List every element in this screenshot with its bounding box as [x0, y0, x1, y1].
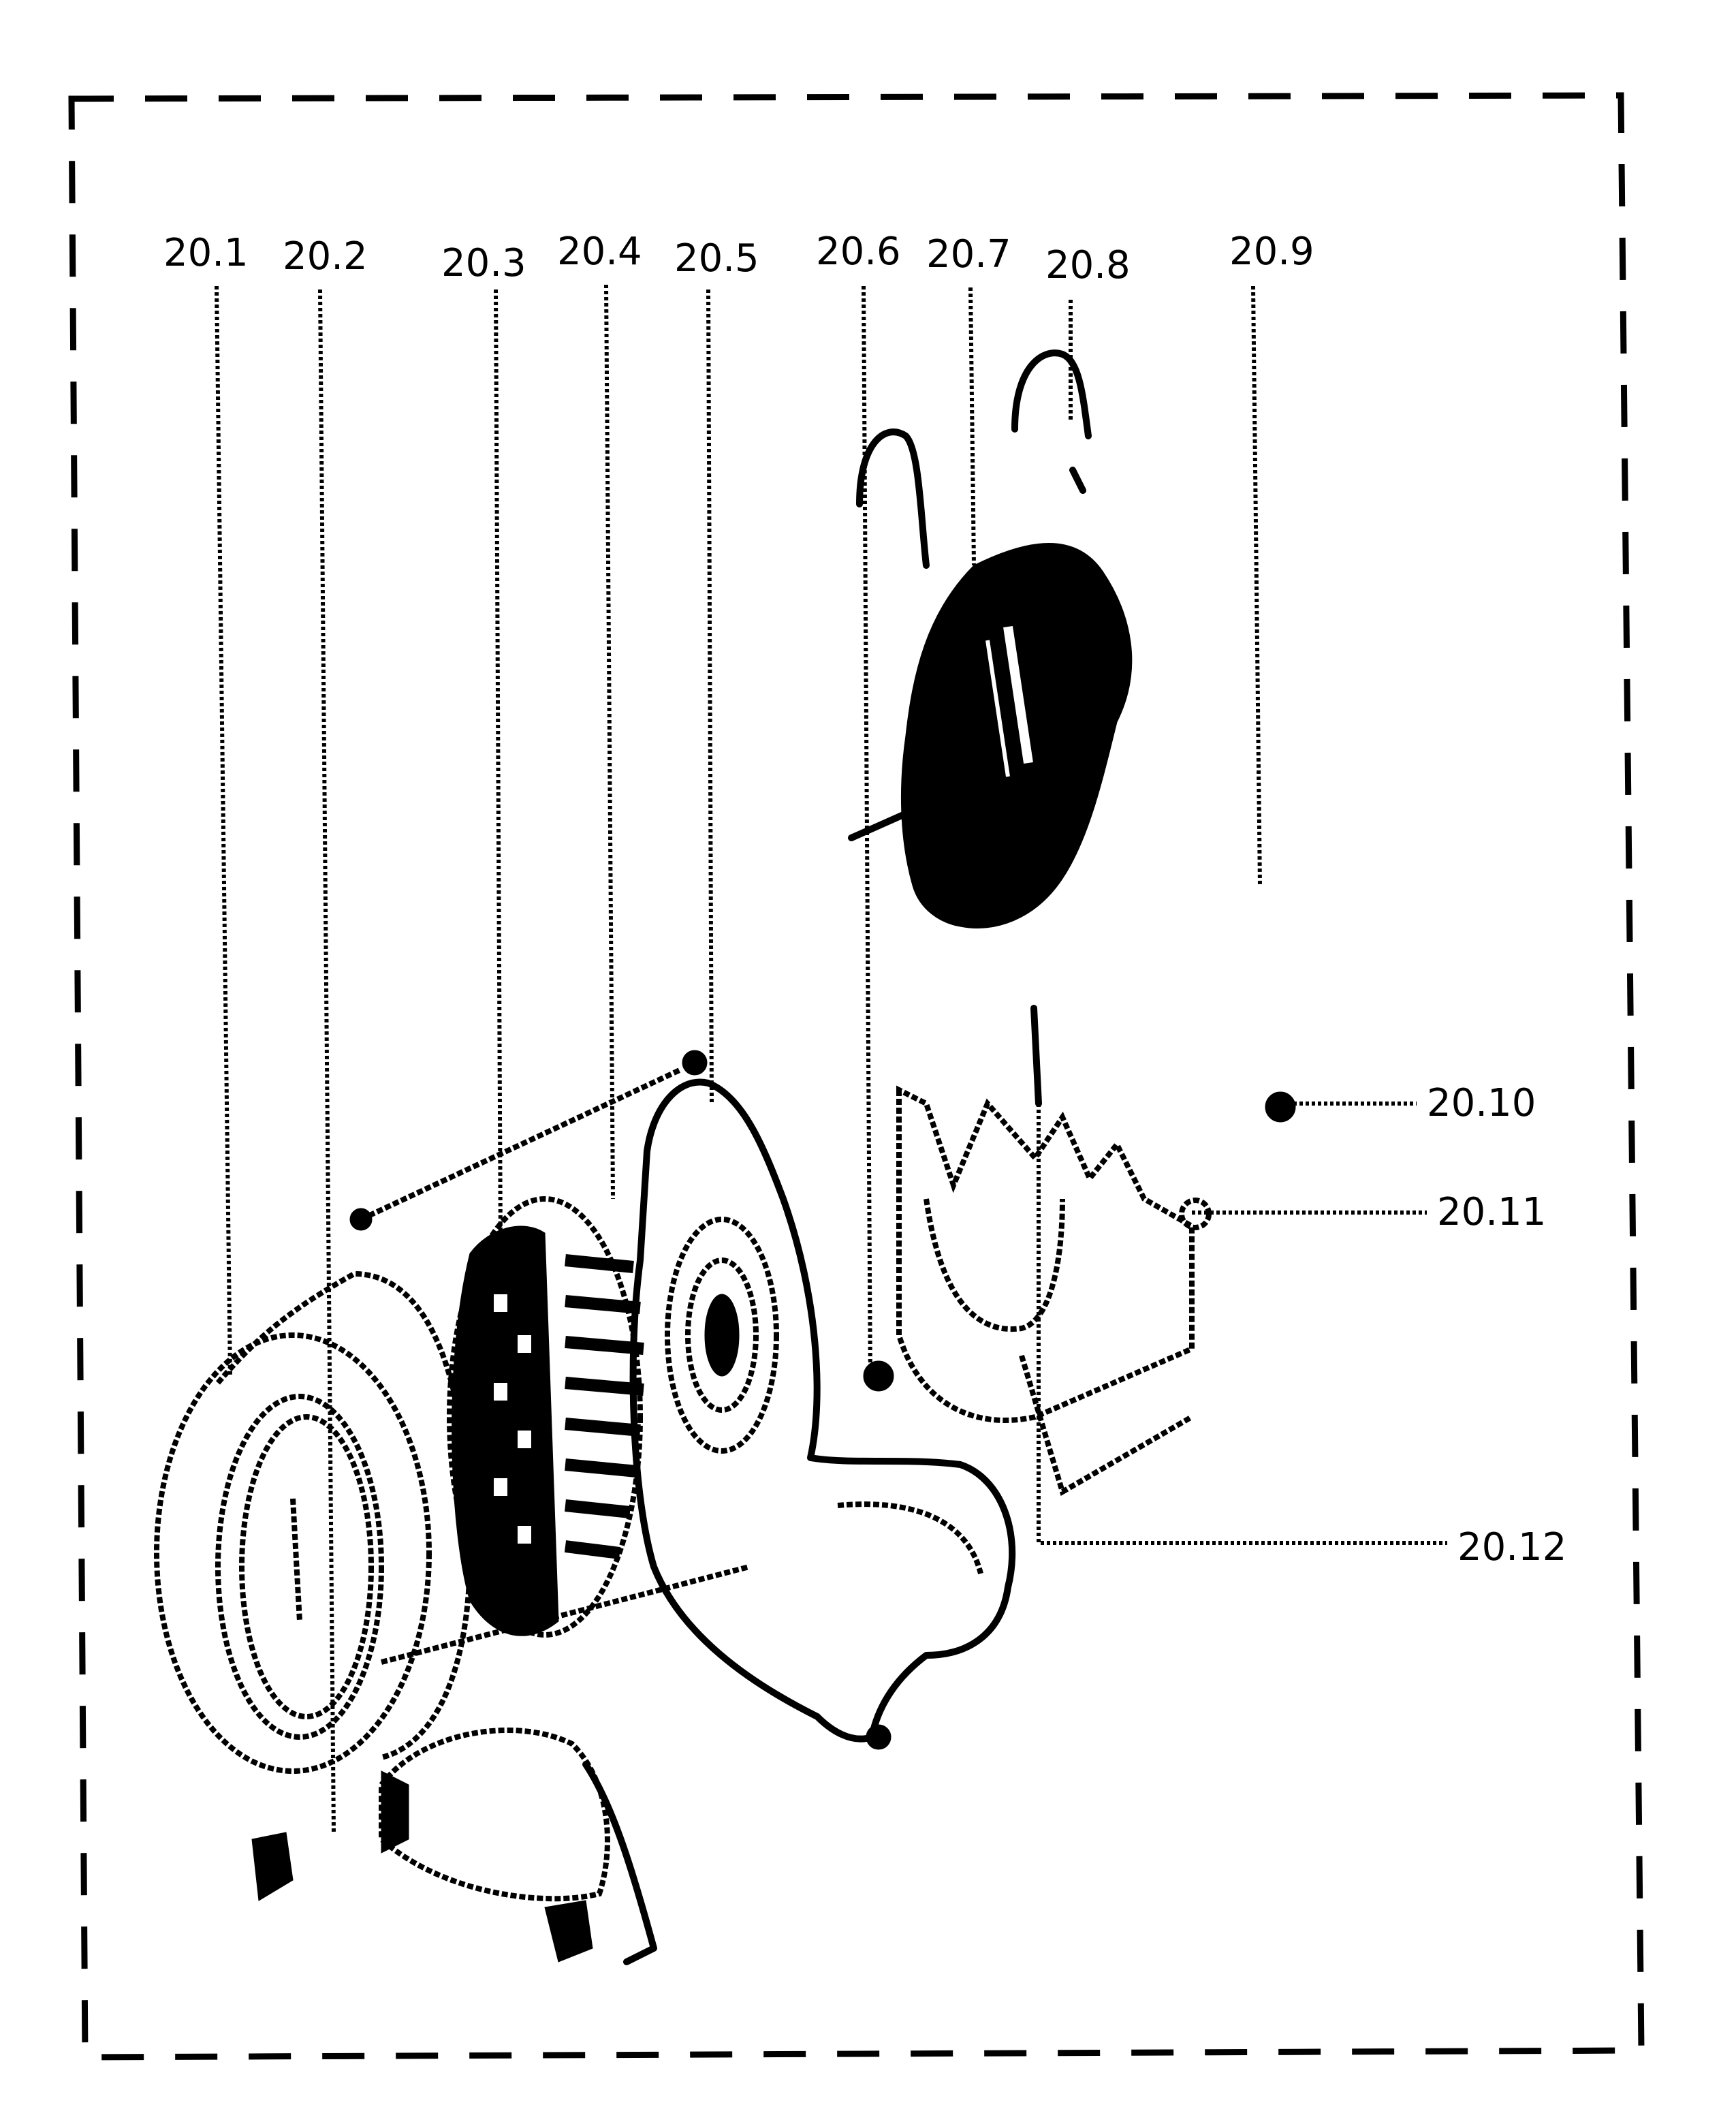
ring-washer — [1179, 1198, 1212, 1230]
thin-rod-pin — [1030, 1005, 1042, 1107]
dark-gear-knob — [848, 543, 1133, 928]
leader-line-20-12 — [1037, 1104, 1447, 1545]
callout-label-20-2: 20.2 — [283, 234, 368, 279]
fan-impeller — [447, 1196, 644, 1638]
leader-line-20-1 — [215, 285, 232, 1377]
hook-spring-lower — [856, 428, 930, 569]
callout-label-20-3: 20.3 — [441, 241, 526, 285]
leader-line-20-7 — [968, 287, 976, 566]
bracket-housing — [896, 1085, 1195, 1496]
dashed-frame — [68, 92, 1645, 2061]
callout-label-20-10: 20.10 — [1427, 1081, 1536, 1125]
leader-line-20-3 — [494, 289, 503, 1247]
callout-label-20-9: 20.9 — [1229, 230, 1314, 274]
hook-spring-upper — [1011, 349, 1092, 494]
leader-line-20-5 — [706, 289, 714, 1104]
leader-line-20-4 — [604, 284, 615, 1200]
rear-end-cover — [154, 1332, 432, 1774]
mounting-foot — [251, 1728, 657, 1965]
leader-line-20-2 — [318, 289, 336, 1833]
callout-label-20-5: 20.5 — [674, 236, 759, 281]
callout-label-20-12: 20.12 — [1457, 1525, 1566, 1569]
body-lug-left — [349, 1208, 373, 1231]
small-screw — [1265, 1091, 1296, 1123]
callout-label-20-7: 20.7 — [926, 232, 1011, 277]
callout-label-20-1: 20.1 — [163, 231, 249, 275]
leader-lines — [215, 284, 1447, 1833]
callout-label-20-11: 20.11 — [1437, 1190, 1546, 1234]
callout-label-20-8: 20.8 — [1045, 243, 1131, 287]
leader-line-20-9 — [1251, 285, 1262, 886]
body-lug-top — [682, 1050, 708, 1076]
callout-label-20-6: 20.6 — [816, 230, 901, 274]
body-lug-mid — [863, 1360, 894, 1392]
motor-housing — [360, 1067, 1016, 1743]
body-lug-bottom — [866, 1724, 891, 1750]
outer-cylinder-shell — [215, 1270, 473, 1760]
callout-label-20-4: 20.4 — [557, 230, 642, 274]
